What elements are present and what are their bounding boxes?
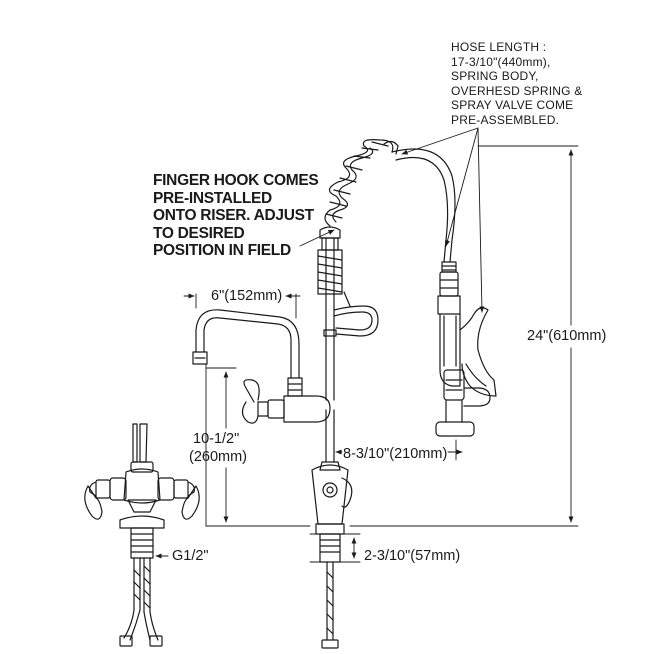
spout-height-imperial: 10-1/2" xyxy=(193,431,240,447)
spout-lever-handle xyxy=(243,379,260,403)
riser-to-valve-dimension: 8-3/10"(210mm) xyxy=(343,446,448,462)
spray-valve-head xyxy=(463,387,491,407)
spray-nozzle-face xyxy=(435,421,475,437)
riser-supply-hose xyxy=(326,561,334,641)
hose-note-line: SPRAY VALVE COME xyxy=(451,98,574,112)
mixing-valve-shank xyxy=(130,527,154,559)
overhead-hose xyxy=(391,148,456,263)
dimension-lines xyxy=(155,145,579,563)
spray-valve-body xyxy=(439,313,461,387)
hose-note-line: SPRING BODY, xyxy=(451,69,539,83)
finger-hook-note-line: FINGER HOOK COMES xyxy=(153,172,319,189)
supply-hoses xyxy=(123,557,159,641)
spray-valve-squeeze-handle xyxy=(459,307,497,397)
riser-base-body xyxy=(311,464,349,525)
left-handle-stem xyxy=(89,481,97,497)
spring-body xyxy=(317,226,343,295)
mixing-valve-flange xyxy=(119,515,165,529)
spout-aerator xyxy=(192,351,208,365)
left-lever-handle xyxy=(84,485,103,520)
spring-top-anchor xyxy=(383,140,399,155)
spout-reach-dimension: 6"(152mm) xyxy=(211,288,283,304)
mixing-valve-riser-stub xyxy=(132,423,138,463)
riser-flange xyxy=(315,523,345,535)
finger-hook-note-line: PRE-INSTALLED xyxy=(153,189,272,207)
hose-note-line: PRE-ASSEMBLED. xyxy=(451,112,560,127)
overall-height-dimension: 24"(610mm) xyxy=(527,328,607,344)
mixing-valve-body xyxy=(123,468,161,504)
shank-length-dimension: 2-3/10"(57mm) xyxy=(364,548,461,564)
pre-rinse-riser-assembly xyxy=(192,139,456,649)
finger-hook-note: FINGER HOOK COMES PRE-INSTALLED ONTO RIS… xyxy=(153,172,319,260)
leader-lines xyxy=(299,127,485,313)
spout-height-metric: (260mm) xyxy=(189,449,248,465)
swing-spout xyxy=(195,309,300,379)
deck-mixing-valve xyxy=(84,423,200,647)
overhead-spring xyxy=(324,139,394,227)
hose-note-line: HOSE LENGTH : xyxy=(451,40,547,54)
finger-hook-note-line: TO DESIRED xyxy=(153,224,245,242)
finger-hook-note-line: POSITION IN FIELD xyxy=(153,242,291,259)
swivel-nut xyxy=(287,377,303,397)
finger-hook-note-line: ONTO RISER. ADJUST xyxy=(153,207,314,224)
right-lever-handle xyxy=(181,485,200,520)
hose-length-note: HOSE LENGTH : 17-3/10"(440mm), SPRING BO… xyxy=(451,40,582,127)
spout-valve-body xyxy=(283,395,331,423)
hose-note-line: OVERHESD SPRING & xyxy=(451,83,583,98)
base-valve-knob xyxy=(322,482,338,498)
hose-note-line: 17-3/10"(440mm), xyxy=(451,54,551,69)
riser-shank xyxy=(319,533,341,563)
spray-valve xyxy=(435,261,497,437)
finger-hook xyxy=(333,305,379,337)
thread-size-label: G1/2" xyxy=(172,548,209,564)
